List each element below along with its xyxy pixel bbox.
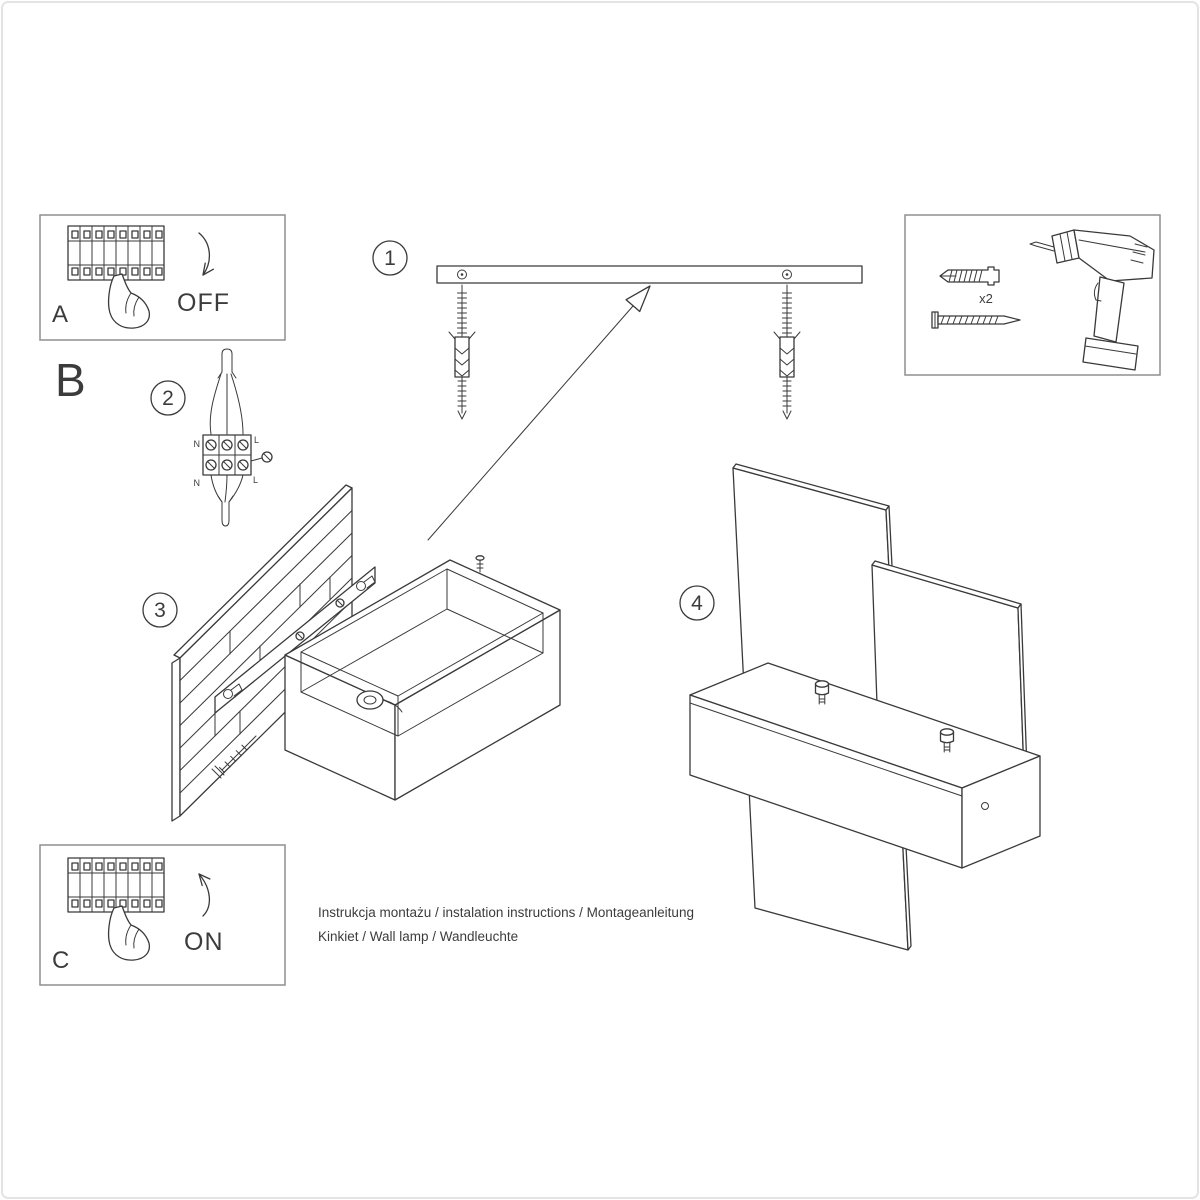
- panel-a-border: [39, 214, 286, 341]
- screw-icon: [931, 311, 1021, 329]
- wiring-diagram: N L N L: [194, 348, 273, 527]
- dowel-quantity-label: x2: [979, 291, 993, 306]
- footer: Instrukcja montażu / instalation instruc…: [318, 905, 694, 944]
- hand-icon: [107, 273, 151, 329]
- alignment-arrow: [427, 285, 651, 541]
- parts-box-border: [904, 214, 1161, 376]
- step-1: 1: [372, 240, 863, 420]
- breaker-on-panel: C ON: [39, 844, 286, 986]
- lamp-body-drawing: [689, 662, 1041, 869]
- terminal-block-icon: [202, 434, 273, 476]
- anchor-screw-icon: [773, 284, 801, 420]
- arrow-up-icon: [198, 873, 211, 917]
- wall-panel-drawing: [171, 484, 353, 822]
- screw-icon: [211, 735, 257, 779]
- lamp-box-drawing: [284, 555, 561, 801]
- step-4-number: 4: [691, 592, 703, 615]
- hand-icon: [107, 905, 151, 961]
- step-1-badge: 1: [372, 240, 408, 276]
- terminal-label-l-top: L: [254, 435, 259, 445]
- step-2-number: 2: [162, 387, 174, 410]
- mounting-bracket-drawing: [214, 566, 376, 714]
- switch-state-label: OFF: [177, 289, 230, 317]
- terminal-label-n-top: N: [194, 439, 201, 449]
- arrow-down-icon: [198, 232, 215, 276]
- mounting-bar-drawing: [436, 265, 863, 284]
- step-3-number: 3: [154, 599, 166, 622]
- breaker-off-panel: A OFF: [39, 214, 286, 341]
- terminal-label-l-bottom: L: [253, 475, 258, 485]
- anchor-screw-icon: [448, 284, 476, 420]
- step-3-badge: 3: [142, 592, 178, 628]
- bulb-holder-icon: [356, 690, 403, 713]
- step-4: 4: [679, 463, 1041, 951]
- step-2-badge: 2: [150, 380, 186, 416]
- step-4-badge: 4: [679, 585, 715, 621]
- switch-state-label: ON: [184, 928, 224, 956]
- circuit-breaker-icon: [67, 857, 165, 913]
- step-3: 3: [142, 484, 561, 822]
- wall-plug-icon: [939, 266, 1000, 286]
- rim-screw-icon: [475, 555, 485, 573]
- section-b-label: B: [55, 354, 86, 406]
- footer-line-1: Instrukcja montażu / instalation instruc…: [318, 905, 694, 920]
- drill-icon: [1029, 229, 1155, 371]
- parts-box: x2: [904, 214, 1161, 376]
- footer-line-2: Kinkiet / Wall lamp / Wandleuchte: [318, 929, 518, 944]
- panel-label: C: [52, 947, 69, 974]
- step-1-number: 1: [384, 247, 396, 270]
- panel-c-border: [39, 844, 286, 986]
- step-2: 2 N L N L: [150, 348, 273, 527]
- circuit-breaker-icon: [67, 225, 165, 281]
- terminal-label-n-bottom: N: [194, 478, 201, 488]
- assembled-lamp-drawing: [689, 463, 1041, 951]
- panel-label: A: [52, 301, 68, 328]
